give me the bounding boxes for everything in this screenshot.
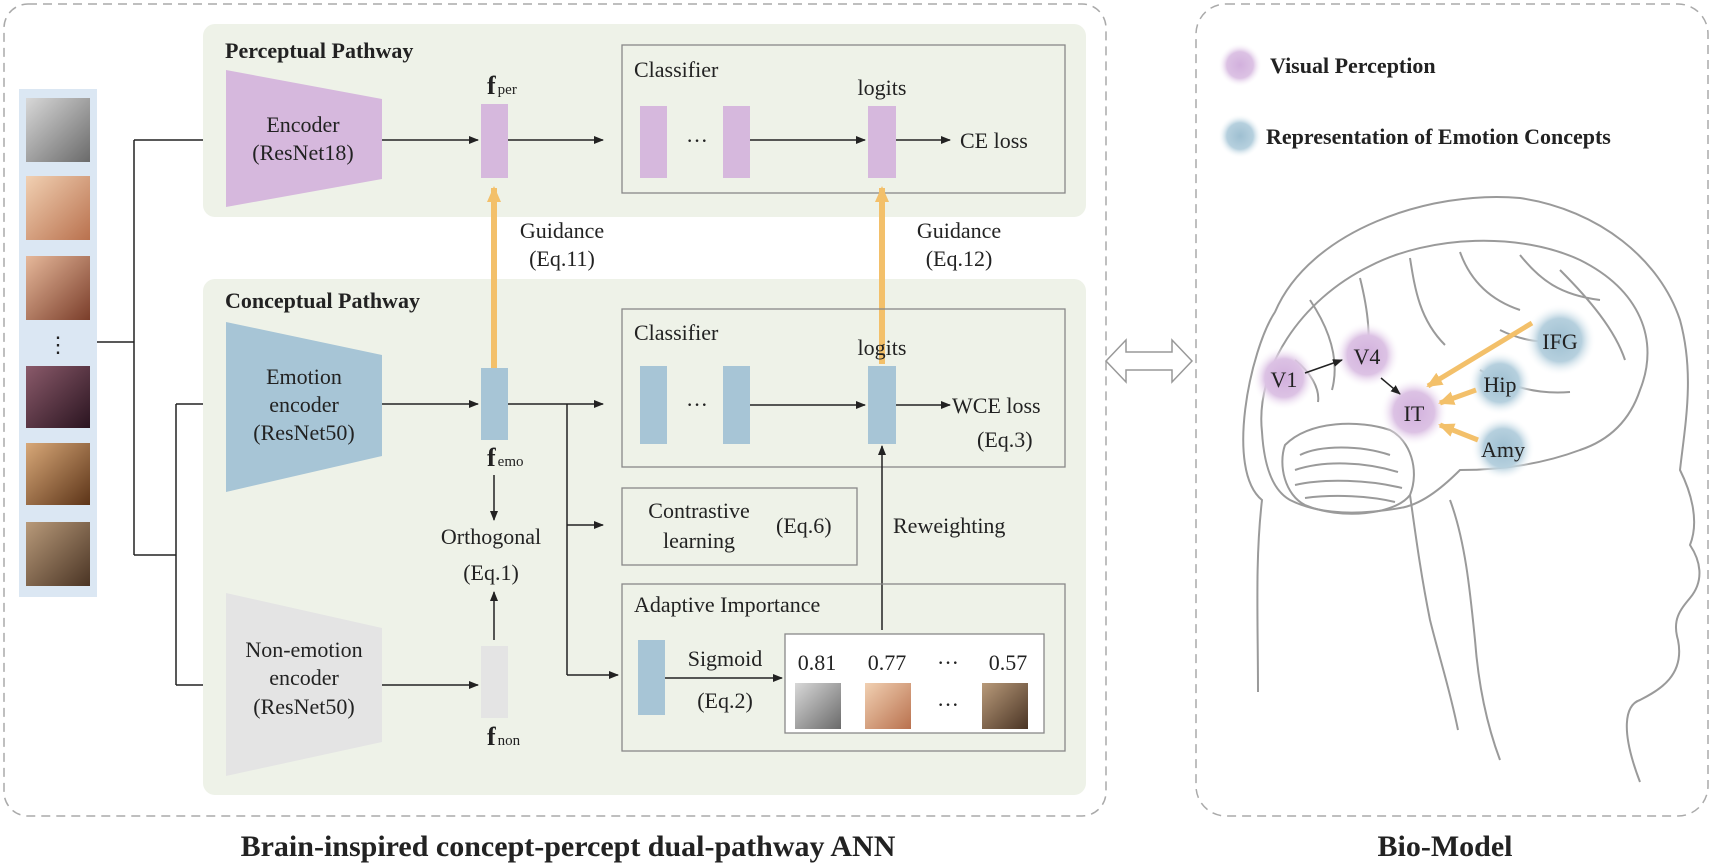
svg-text:V1: V1 [1271,367,1298,392]
legend-visual-label: Visual Perception [1270,53,1436,78]
svg-text:(ResNet50): (ResNet50) [253,694,354,719]
guidance-left-line2: (Eq.11) [529,246,595,271]
legend-emotion-label: Representation of Emotion Concepts [1266,124,1611,149]
bio-frame [1195,3,1709,817]
input-face-strip: ⋮ [19,89,97,597]
wce-loss-eq: (Eq.3) [977,427,1033,452]
conceptual-logits-label: logits [858,335,907,360]
svg-text:IT: IT [1404,401,1425,426]
input-face-2 [26,176,90,240]
conceptual-classifier-box [621,308,1066,468]
weight-dots: ··· [937,650,959,675]
weight-face-1 [795,683,841,729]
conceptual-dots: ··· [686,392,708,417]
perceptual-encoder-line2: (ResNet18) [252,140,353,165]
contrastive-line1: Contrastive [648,498,749,523]
svg-text:Hip: Hip [1484,372,1517,397]
input-connectors [97,136,225,689]
svg-text:Non-emotion: Non-emotion [245,637,362,662]
perceptual-encoder: Encoder (ResNet18) [226,70,382,207]
guidance-right-line1: Guidance [917,218,1001,243]
input-face-6 [26,522,90,586]
perceptual-fc-2 [723,106,750,178]
svg-text:encoder: encoder [269,392,339,417]
contrastive-eq: (Eq.6) [776,513,832,538]
conceptual-fc-2 [723,366,750,444]
region-ifg [1524,304,1596,376]
perceptual-title: Perceptual Pathway [225,38,413,63]
weight-face-dots: ··· [937,692,959,717]
perceptual-fc-1 [640,106,667,178]
ann-frame [3,3,1107,817]
wce-loss-label: WCE loss [952,393,1041,418]
input-ellipsis: ⋮ [47,332,69,357]
orthogonal-label: Orthogonal [441,524,541,549]
brain-connections [1304,320,1534,443]
input-face-5 [26,443,90,505]
region-it [1380,378,1448,446]
input-face-3 [26,256,90,320]
contrastive-box [621,487,858,566]
bidirectional-arrow [1104,338,1194,384]
head-outline [1242,196,1701,783]
legend-dot-emotion [1218,114,1262,158]
legend-dot-visual [1218,43,1262,87]
svg-text:V4: V4 [1354,344,1381,369]
sigmoid-eq: (Eq.2) [697,688,753,713]
region-amy [1471,416,1535,480]
f-emo-vector [481,368,508,440]
input-face-4 [26,366,90,428]
contrastive-line2: learning [663,528,735,553]
perceptual-classifier-box [621,44,1066,194]
conceptual-classifier-title: Classifier [634,320,719,345]
perceptual-logits [868,106,896,178]
input-face-1 [26,98,90,162]
perceptual-dots: ··· [686,128,708,153]
brain-regions: V1 V4 IT IFG Hip Amy [1252,304,1596,480]
perceptual-classifier-title: Classifier [634,57,719,82]
conceptual-title: Conceptual Pathway [225,288,420,313]
reweighting-label: Reweighting [893,513,1005,538]
sigmoid-label: Sigmoid [688,646,763,671]
weight-face-2 [865,683,911,729]
conceptual-fc-1 [640,366,667,444]
non-emotion-encoder: Non-emotion encoder (ResNet50) [226,593,382,776]
weight-1: 0.81 [798,650,837,675]
weight-3: 0.57 [989,650,1028,675]
conceptual-logits [868,366,896,444]
adaptive-title: Adaptive Importance [634,592,820,617]
adaptive-box [621,583,1066,752]
svg-text:(ResNet50): (ResNet50) [253,420,354,445]
f-non-vector [481,646,508,718]
guidance-left-line1: Guidance [520,218,604,243]
adaptive-vector [638,640,665,715]
region-v1 [1252,346,1316,410]
svg-text:Emotion: Emotion [266,364,342,389]
svg-text:encoder: encoder [269,665,339,690]
region-v4 [1334,322,1400,388]
orthogonal-eq: (Eq.1) [463,560,519,585]
ann-caption: Brain-inspired concept-percept dual-path… [241,830,896,863]
perceptual-logits-label: logits [858,75,907,100]
svg-text:Amy: Amy [1481,437,1525,462]
weight-2: 0.77 [868,650,907,675]
weight-face-3 [982,683,1028,729]
f-per-vector [481,104,508,178]
emotion-encoder: Emotion encoder (ResNet50) [226,322,382,492]
svg-text:IFG: IFG [1542,329,1578,354]
femo-connectors [508,400,619,679]
ce-loss-label: CE loss [960,128,1028,153]
perceptual-encoder-line1: Encoder [266,112,340,137]
guidance-right-line2: (Eq.12) [926,246,993,271]
region-hip [1468,351,1532,415]
bio-caption: Bio-Model [1378,830,1513,863]
